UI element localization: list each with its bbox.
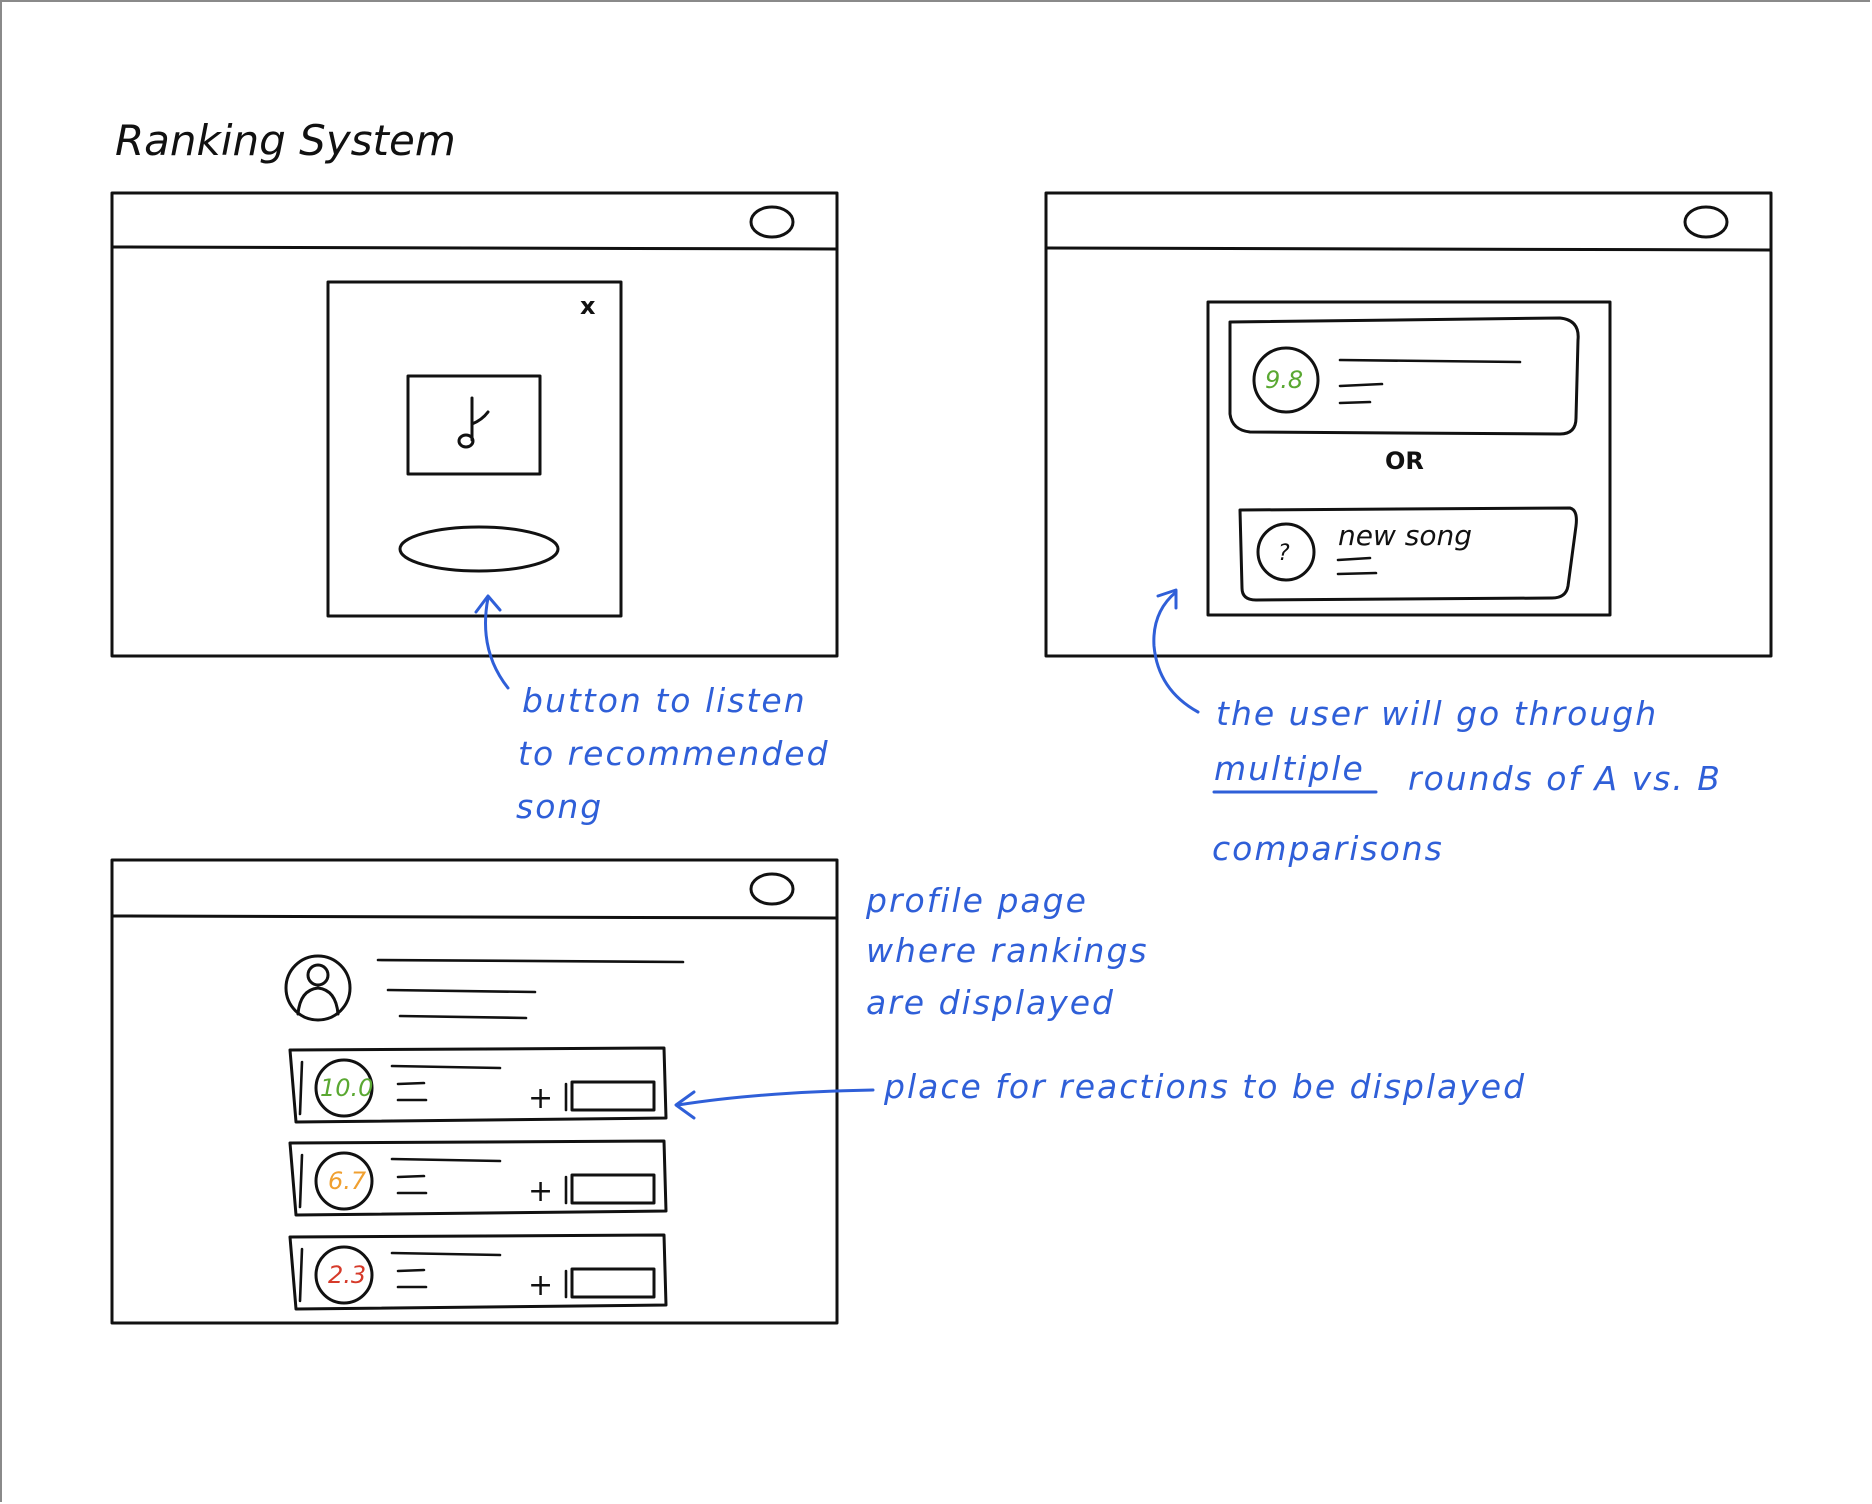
page-title: Ranking System — [115, 116, 456, 165]
ranking-score: 10.0 — [320, 1074, 373, 1102]
recommend-dialog: x — [326, 280, 623, 618]
ranking-card[interactable] — [288, 1046, 668, 1124]
score-badge — [1252, 346, 1320, 414]
ranking-card[interactable] — [288, 1233, 668, 1311]
reactions-arrow — [674, 1088, 875, 1120]
svg-text:are displayed: are displayed — [866, 983, 1115, 1022]
existing-song-card[interactable] — [1228, 316, 1580, 436]
ranking-row[interactable]: 10.0 + — [288, 1046, 668, 1124]
compare-window — [1044, 191, 1773, 658]
unknown-score-badge — [1256, 522, 1316, 582]
listen-button[interactable] — [398, 525, 560, 573]
or-label: OR — [1385, 447, 1424, 475]
profile-header — [284, 954, 685, 1022]
new-song-score: ? — [1278, 541, 1290, 566]
ranking-row[interactable]: 2.3 + — [288, 1233, 668, 1311]
svg-text:comparisons: comparisons — [1212, 829, 1444, 868]
score-badge — [314, 1151, 374, 1211]
close-icon[interactable]: x — [580, 292, 596, 320]
ranking-score: 2.3 — [328, 1261, 366, 1289]
avatar-icon — [284, 954, 352, 1022]
svg-text:the user will go through: the user will go through — [1216, 694, 1658, 733]
ranking-row[interactable]: 6.7 + — [288, 1139, 668, 1217]
compare-arrow — [1152, 588, 1200, 714]
reactions-box[interactable] — [570, 1173, 656, 1205]
window-control-icon[interactable] — [1683, 205, 1729, 239]
add-reaction-icon[interactable]: + — [528, 1081, 553, 1116]
svg-text:button to listen: button to listen — [522, 681, 807, 720]
existing-song-score: 9.8 — [1265, 366, 1303, 394]
add-reaction-icon[interactable]: + — [528, 1268, 553, 1303]
compare-dialog: 9.8 OR ? new song — [1206, 300, 1612, 617]
recommend-window — [110, 191, 839, 658]
svg-text:song: song — [516, 787, 603, 826]
svg-text:profile page: profile page — [865, 881, 1088, 920]
ranking-list: 10.0 +6.7 +2.3 + — [288, 1046, 668, 1311]
svg-text:multiple: multiple — [1214, 749, 1365, 788]
new-song-label: new song — [1338, 519, 1472, 552]
svg-text:rounds of A vs. B: rounds of A vs. B — [1408, 759, 1722, 798]
svg-text:where rankings: where rankings — [866, 931, 1149, 970]
listen-annotation: button to listen to recommended song — [516, 681, 830, 826]
score-badge — [314, 1058, 374, 1118]
window-control-icon[interactable] — [749, 872, 795, 906]
album-art — [406, 374, 542, 476]
window-control-icon[interactable] — [749, 205, 795, 239]
reactions-box[interactable] — [570, 1267, 656, 1299]
svg-text:to recommended: to recommended — [518, 734, 830, 773]
ranking-score: 6.7 — [328, 1167, 367, 1195]
reactions-annotation: place for reactions to be displayed — [883, 1067, 1526, 1106]
profile-annotation: profile page where rankings are displaye… — [865, 881, 1149, 1022]
compare-annotation: the user will go through multiple rounds… — [1212, 694, 1722, 868]
add-reaction-icon[interactable]: + — [528, 1174, 553, 1209]
music-note-icon — [457, 396, 490, 449]
ranking-card[interactable] — [288, 1139, 668, 1217]
new-song-card[interactable] — [1238, 506, 1578, 602]
score-badge — [314, 1245, 374, 1305]
reactions-box[interactable] — [570, 1080, 656, 1112]
listen-arrow — [474, 594, 510, 690]
